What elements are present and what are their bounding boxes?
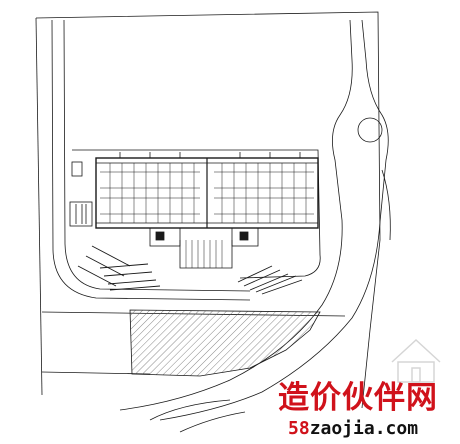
watermark-cn-text: 造价伙伴网 xyxy=(278,380,438,416)
west-road-edge-inner xyxy=(63,19,251,292)
west-structures xyxy=(69,161,93,227)
main-building xyxy=(95,152,319,229)
site-boundary-west xyxy=(35,17,43,396)
hatched-zone xyxy=(129,309,321,377)
east-road-outer xyxy=(119,19,353,411)
angled-parking-west xyxy=(77,245,161,291)
watermark-url[interactable]: 58zaojia.com xyxy=(288,418,454,440)
west-road-edge xyxy=(51,19,251,301)
lot-outline xyxy=(72,149,321,279)
site-boundary-line xyxy=(35,11,381,409)
entrance-blocks xyxy=(149,227,259,269)
branch-road xyxy=(381,169,391,241)
watermark-url-prefix: 58 xyxy=(288,418,310,439)
lower-path xyxy=(179,411,246,433)
east-road-inner xyxy=(159,19,389,421)
lower-path xyxy=(149,399,231,421)
angled-parking-east xyxy=(237,265,303,295)
watermark-url-domain: zaojia.com xyxy=(309,418,419,439)
roundabout xyxy=(357,117,383,143)
house-logo-icon xyxy=(391,338,441,383)
